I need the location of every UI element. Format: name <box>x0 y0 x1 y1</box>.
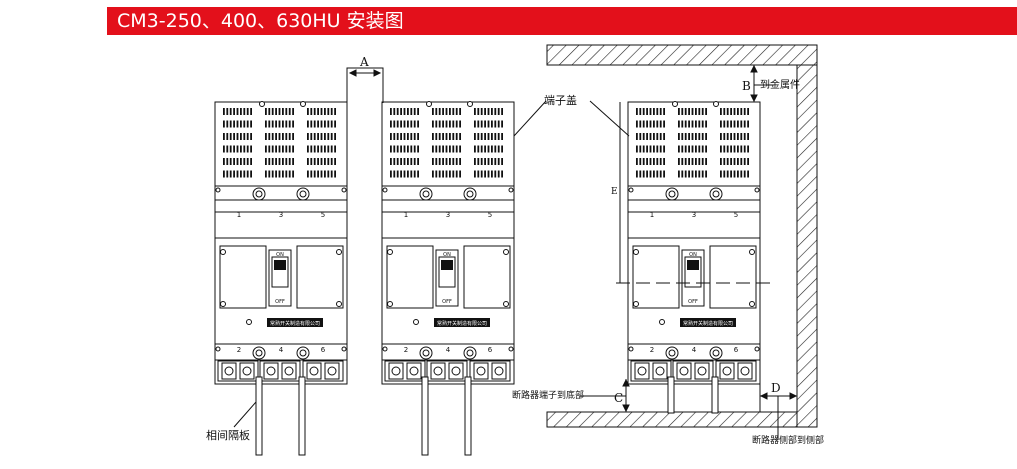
top-terminal-number: 3 <box>279 211 283 219</box>
phase-barrier-label: 相间隔板 <box>206 428 250 442</box>
top-terminal-number: 3 <box>692 211 696 219</box>
bottom-terminal-number: 4 <box>279 346 284 354</box>
top-terminal-number: 1 <box>650 211 654 219</box>
to-metal-part-label: 到金属件 <box>760 78 800 91</box>
handle-on-label: ON <box>689 252 697 258</box>
dimension-d <box>759 380 798 440</box>
enclosure-top-wall <box>546 44 818 66</box>
bottom-terminal-number: 6 <box>488 346 493 354</box>
top-terminal-number: 5 <box>734 211 738 219</box>
side-to-side-label: 断路器侧部到侧部 <box>752 434 824 446</box>
nameplate-text: 常熟开关制造有限公司 <box>270 320 320 327</box>
top-terminal-number: 1 <box>404 211 408 219</box>
nameplate-text: 常熟开关制造有限公司 <box>683 320 733 327</box>
bottom-terminal-number: 4 <box>446 346 451 354</box>
metal-enclosure <box>546 44 818 428</box>
terminal-cover <box>214 101 348 213</box>
nameplate <box>680 318 736 327</box>
terminal-cover <box>381 101 515 213</box>
bottom-terminal-number: 6 <box>321 346 326 354</box>
top-terminal-number: 5 <box>321 211 325 219</box>
terminal-to-bottom-label: 断路器端子到底部 <box>512 389 584 401</box>
dimension-c-label: C <box>614 391 623 405</box>
terminal-cover <box>627 101 761 213</box>
top-terminal-number: 5 <box>488 211 492 219</box>
nameplate <box>434 318 490 327</box>
handle-off-label: OFF <box>442 299 452 305</box>
nameplate-text: 常熟开关制造有限公司 <box>437 320 487 327</box>
dimension-c <box>580 378 630 413</box>
dimension-b-label: B <box>742 79 751 93</box>
bottom-terminal-number: 6 <box>734 346 739 354</box>
phase-barriers <box>255 376 719 456</box>
handle-on-label: ON <box>276 252 284 258</box>
dimension-e <box>616 102 770 284</box>
dimension-a-label: A <box>359 55 369 69</box>
dimension-b <box>750 64 774 103</box>
bottom-terminal-number: 4 <box>692 346 697 354</box>
top-terminal-number: 1 <box>237 211 241 219</box>
phase-barrier-leader <box>233 401 257 428</box>
handle-on-label: ON <box>443 252 451 258</box>
handle-off-label: OFF <box>688 299 698 305</box>
circuit-breaker-3: 1 3 5ON OFF 常熟开关制造有限公司 2 4 6 <box>627 101 761 385</box>
terminal-cover-leaders <box>513 100 630 137</box>
enclosure-right-wall <box>796 64 818 428</box>
dimension-e-label: E <box>611 187 618 197</box>
dimension-d-label: D <box>771 381 781 395</box>
nameplate <box>267 318 323 327</box>
bottom-terminal-number: 2 <box>404 346 408 354</box>
circuit-breaker-1: 1 3 5ON OFF 常熟开关制造有限公司 2 4 6 <box>214 101 348 385</box>
handle-off-label: OFF <box>275 299 285 305</box>
page-title: CM3-250、400、630HU 安装图 <box>107 7 1017 35</box>
bottom-terminal-number: 2 <box>237 346 241 354</box>
enclosure-bottom-wall <box>546 411 798 428</box>
top-terminal-number: 3 <box>446 211 450 219</box>
circuit-breaker-2: 1 3 5ON OFF 常熟开关制造有限公司 2 4 6 <box>381 101 515 385</box>
bottom-terminal-number: 2 <box>650 346 654 354</box>
terminal-cover-label: 端子盖 <box>544 93 577 107</box>
dimension-a <box>346 67 384 103</box>
